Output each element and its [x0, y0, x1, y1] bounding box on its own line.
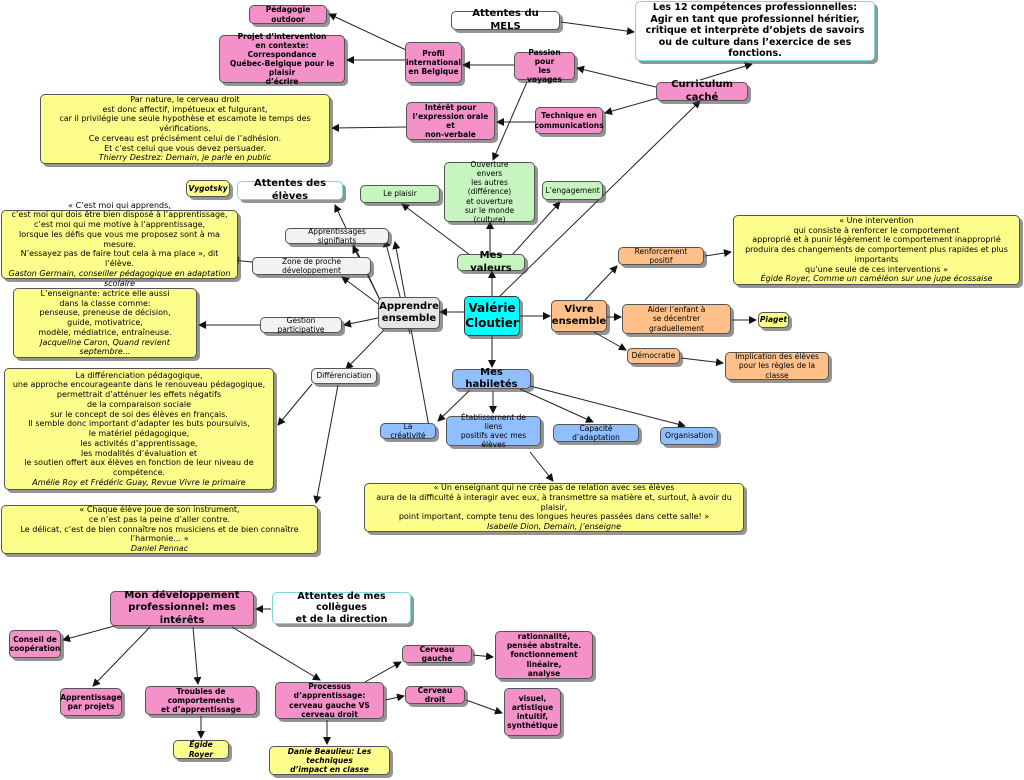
aider-enfant[interactable]: Aider l’enfant à se décentrer graduellem…	[622, 304, 731, 334]
branch-mes-valeurs[interactable]: Mes valeurs	[457, 250, 525, 274]
gestion-participative[interactable]: Gestion participative	[260, 316, 342, 334]
quote-royer-text: « Une intervention qui consiste à renfor…	[745, 215, 1008, 274]
center-node[interactable]: Valérie Cloutier	[464, 296, 520, 336]
quote-caron-text: L’enseignante: actrice elle aussi dans l…	[38, 288, 172, 337]
branch-apprendre-ensemble[interactable]: Apprendre ensemble	[378, 297, 440, 329]
danie-beaulieu[interactable]: Danie Beaulieu: Les techniques d’impact …	[269, 746, 390, 775]
conseil-cooperation[interactable]: Conseil de coopération	[9, 630, 61, 658]
quote-royer: « Une intervention qui consiste à renfor…	[733, 215, 1020, 285]
quote-royer-author: Égide Royer, Comme un caméléon sur une j…	[760, 274, 993, 284]
quote-destrez-text: Par nature, le cerveau droit est donc af…	[59, 94, 311, 153]
quote-roy-guay: La différenciation pédagogique, une appr…	[4, 368, 274, 490]
competences-professionnelles[interactable]: Les 12 compétences professionnelles: Agi…	[635, 1, 875, 61]
organisation[interactable]: Organisation	[660, 427, 718, 445]
la-creativite[interactable]: La créativité	[380, 422, 436, 440]
projet-intervention[interactable]: Projet d’intervention en contexte: Corre…	[219, 32, 345, 86]
troubles-comportements[interactable]: Troubles de comportements et d’apprentis…	[145, 686, 257, 715]
renforcement-positif[interactable]: Renforcement positif	[618, 247, 704, 265]
ouverture-node[interactable]: Ouverture envers les autres (différence)…	[444, 160, 535, 224]
quote-pennac-author: Daniel Pennac	[130, 544, 189, 554]
quote-roy-guay-text: La différenciation pédagogique, une appr…	[12, 370, 266, 478]
quote-destrez-author: Thierry Destrez: Demain, je parle en pub…	[98, 153, 272, 163]
differenciation[interactable]: Différenciation	[311, 368, 377, 384]
developpement-professionnel[interactable]: Mon développement professionnel: mes int…	[110, 590, 254, 626]
apprentissages-signifiants[interactable]: Apprentissages signifiants	[285, 227, 389, 245]
quote-dion: « Un enseignant qui ne crée pas de relat…	[364, 483, 744, 532]
apprentissage-projets[interactable]: Apprentissage par projets	[60, 688, 122, 716]
democratie[interactable]: Démocratie	[627, 348, 680, 364]
capacite-adaptation[interactable]: Capacité d’adaptation	[553, 424, 639, 442]
quote-germain-text: « C’est moi qui apprends, c’est moi qui …	[11, 200, 228, 269]
quote-caron: L’enseignante: actrice elle aussi dans l…	[13, 288, 197, 358]
zone-proche-developpement[interactable]: Zone de proche développement	[252, 257, 371, 275]
pedagogie-outdoor[interactable]: Pédagogie outdoor	[249, 5, 327, 24]
cerveau-gauche-description[interactable]: rationnalité, pensée abstraite. fonction…	[495, 631, 593, 679]
quote-destrez: Par nature, le cerveau droit est donc af…	[40, 94, 330, 164]
branch-curriculum-cache[interactable]: Curriculum caché	[656, 79, 748, 103]
attentes-du-mels[interactable]: Attentes du MELS	[451, 8, 560, 32]
piaget[interactable]: Piaget	[758, 312, 789, 328]
cerveau-droit-description[interactable]: visuel, artistique intuitif, synthétique	[504, 688, 561, 736]
processus-apprentissage[interactable]: Processus d’apprentissage: cerveau gauch…	[275, 682, 384, 719]
le-plaisir[interactable]: Le plaisir	[360, 185, 440, 203]
attentes-des-eleves[interactable]: Attentes des élèves	[237, 178, 343, 202]
cerveau-gauche[interactable]: Cerveau gauche	[402, 645, 472, 663]
quote-germain-author: Gaston Germain, conseiller pédagogique e…	[8, 268, 231, 288]
passion-voyages[interactable]: Passion pour les voyages	[514, 48, 575, 84]
profil-international[interactable]: Profil international en Belgique	[405, 42, 462, 83]
attentes-collegues-direction[interactable]: Attentes de mes collègues et de la direc…	[272, 591, 411, 625]
vygotsky[interactable]: Vygotsky	[186, 180, 230, 197]
egide-royer[interactable]: Égide Royer	[173, 740, 229, 759]
quote-caron-author: Jacqueline Caron, Quand revient septembr…	[40, 337, 170, 357]
quote-pennac-text: « Chaque élève joue de son instrument, c…	[20, 505, 299, 544]
quote-pennac: « Chaque élève joue de son instrument, c…	[1, 505, 318, 554]
quote-roy-guay-author: Amélie Roy et Frédéric Guay, Revue Vivre…	[32, 477, 246, 487]
implication-eleves[interactable]: Implication des élèves pour les règles d…	[725, 352, 829, 380]
quote-dion-author: Isabelle Dion, Demain, j’enseigne	[486, 522, 622, 532]
etablissement-liens[interactable]: Établissement de liens positifs avec mes…	[446, 413, 541, 449]
interet-expression[interactable]: Intérêt pour l’expression orale et non-v…	[406, 102, 495, 140]
quote-germain: « C’est moi qui apprends, c’est moi qui …	[1, 201, 238, 288]
technique-communications[interactable]: Technique en communications	[534, 107, 604, 134]
engagement[interactable]: L’engagement	[542, 181, 603, 200]
branch-mes-habiletes[interactable]: Mes habiletés	[452, 367, 531, 390]
quote-dion-text: « Un enseignant qui ne crée pas de relat…	[376, 483, 732, 522]
cerveau-droit[interactable]: Cerveau droit	[405, 686, 465, 704]
branch-vivre-ensemble[interactable]: Vivre ensemble	[551, 300, 607, 332]
